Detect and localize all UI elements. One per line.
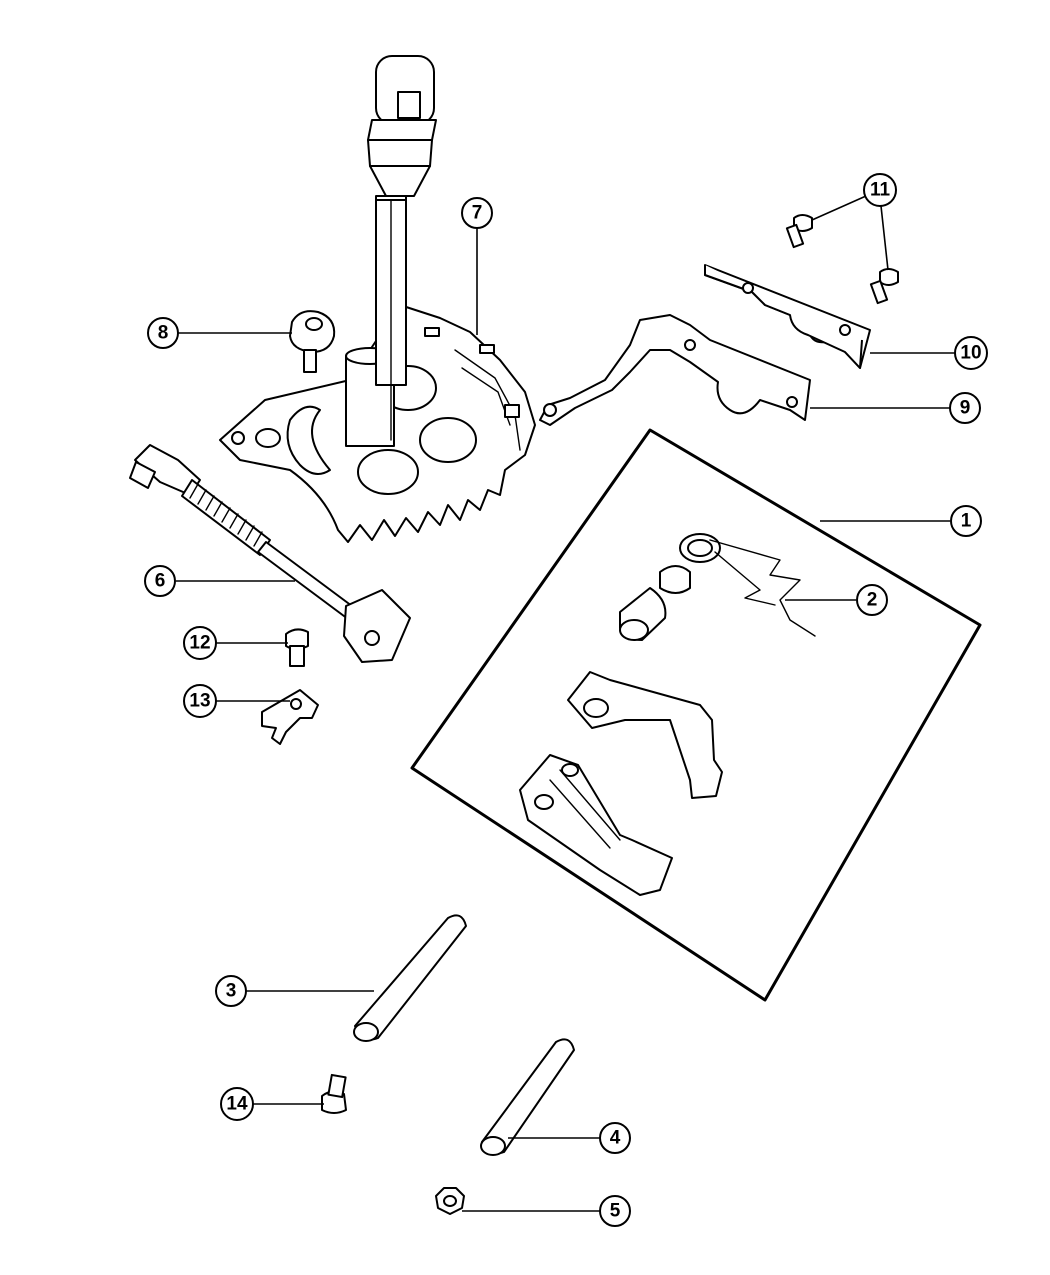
callout-5-label: 5 <box>610 1201 621 1222</box>
pivot-knob <box>289 310 336 373</box>
gear-plate <box>219 199 536 543</box>
pin-3 <box>353 914 467 1042</box>
bracket-9 <box>539 314 811 426</box>
bolt-11-a <box>785 214 813 249</box>
callout-14: 14 <box>220 1087 254 1121</box>
kit-pawl-plate <box>519 754 673 896</box>
callout-8-label: 8 <box>158 323 169 344</box>
bolt-14 <box>321 1073 347 1114</box>
callout-10: 10 <box>954 336 988 370</box>
callout-2: 2 <box>856 584 888 616</box>
clip-13 <box>261 689 319 745</box>
rod-spring <box>181 479 271 556</box>
callout-3-label: 3 <box>226 981 237 1002</box>
callout-10-label: 10 <box>960 343 981 364</box>
callout-4: 4 <box>599 1122 631 1154</box>
bolt-12 <box>285 628 309 667</box>
callout-7-label: 7 <box>472 203 483 224</box>
callout-1-label: 1 <box>961 511 972 532</box>
leader-lines <box>176 195 955 1212</box>
callout-8: 8 <box>147 317 179 349</box>
callout-4-label: 4 <box>610 1128 621 1149</box>
bracket-10 <box>704 264 871 369</box>
bolt-11-b <box>869 268 899 305</box>
callout-9: 9 <box>949 392 981 424</box>
pin-4 <box>480 1038 575 1156</box>
callout-13-label: 13 <box>189 691 210 712</box>
callout-13: 13 <box>183 684 217 718</box>
callout-11: 11 <box>863 173 897 207</box>
callout-2-label: 2 <box>867 590 878 611</box>
callout-9-label: 9 <box>960 398 971 419</box>
nut-5 <box>435 1187 465 1215</box>
cable-rod-assembly <box>129 444 411 663</box>
callout-1: 1 <box>950 505 982 537</box>
callout-3: 3 <box>215 975 247 1007</box>
callout-6-label: 6 <box>155 571 166 592</box>
callout-12: 12 <box>183 626 217 660</box>
callout-5: 5 <box>599 1195 631 1227</box>
callout-6: 6 <box>144 565 176 597</box>
callout-14-label: 14 <box>226 1094 248 1115</box>
callout-7: 7 <box>461 197 493 229</box>
kit-lever-arm <box>567 671 723 799</box>
kit-spring-bushings <box>619 533 816 641</box>
callout-12-label: 12 <box>189 633 210 654</box>
callout-11-label: 11 <box>870 180 891 201</box>
